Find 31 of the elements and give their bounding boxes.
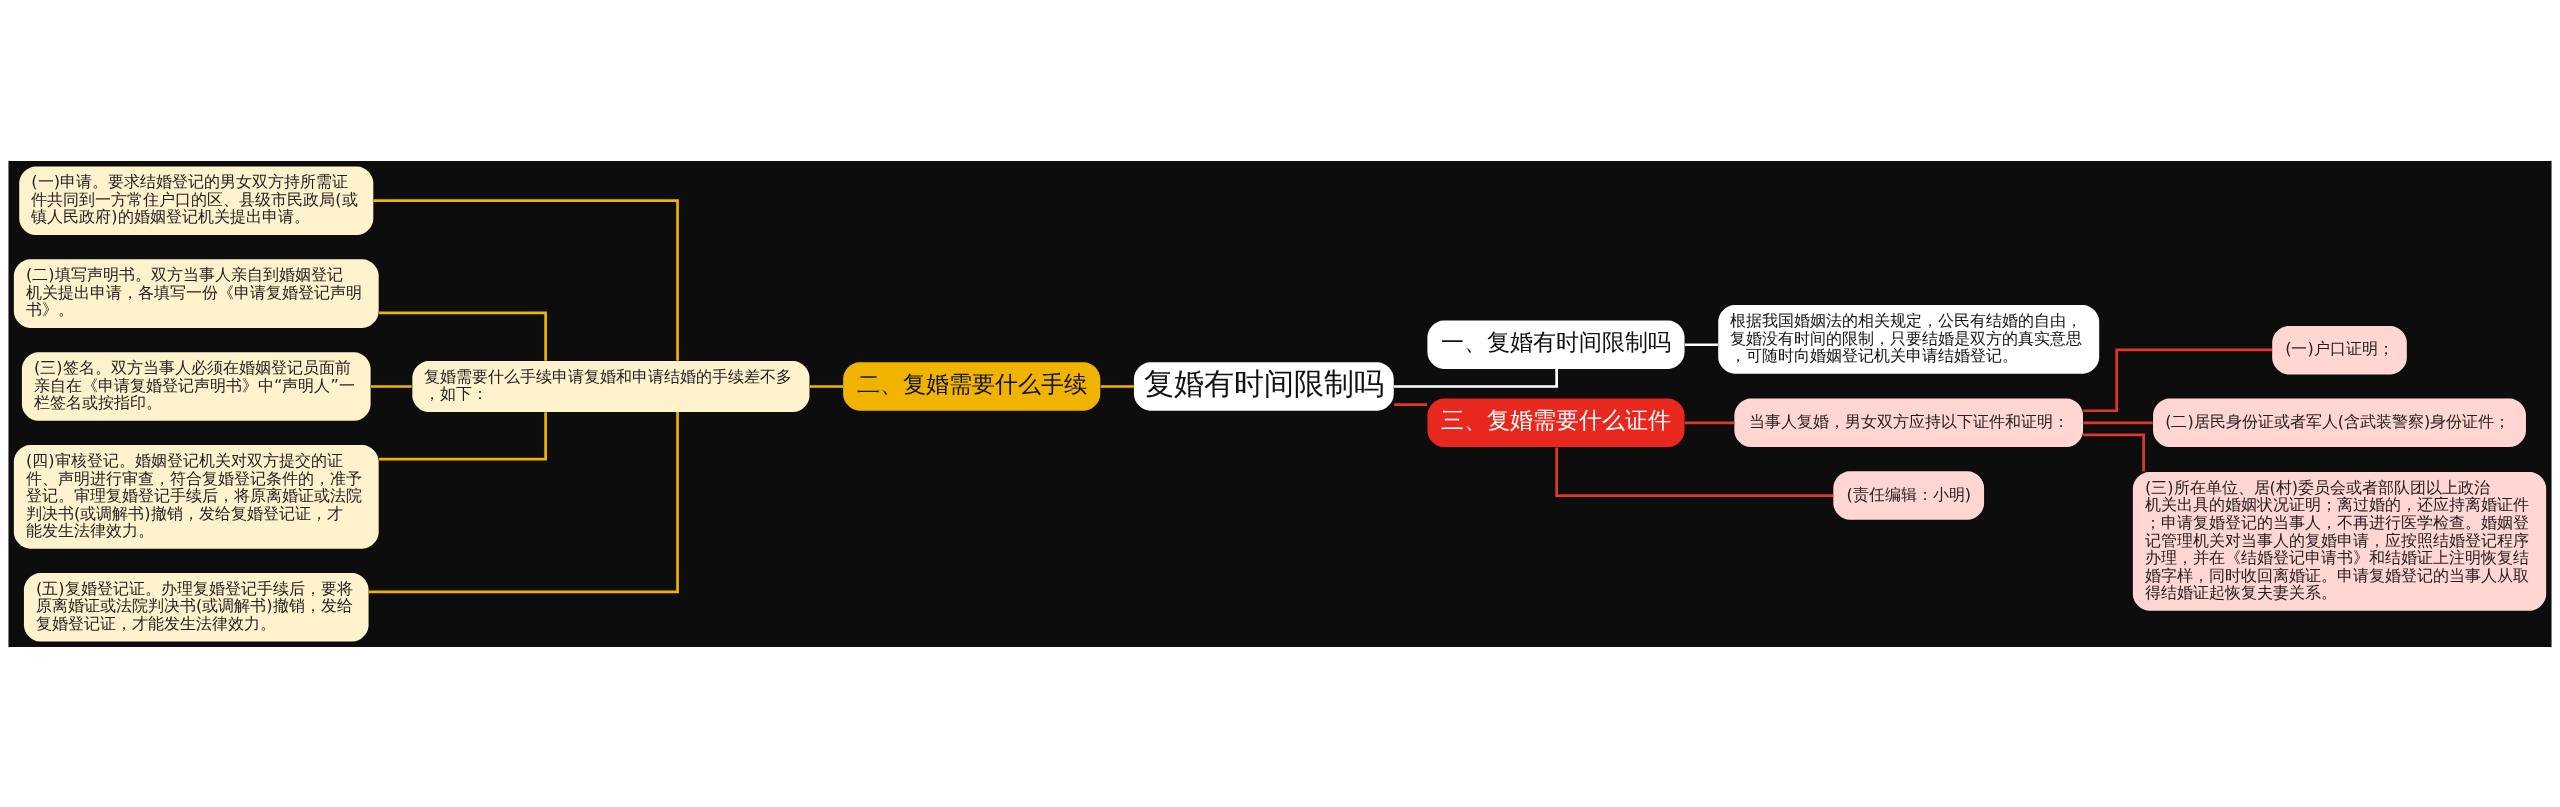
connector <box>1394 368 1558 388</box>
node-box: (三)签名。双方当事人必须在婚姻登记员面前亲自在《申请复婚登记声明书》中“声明人”一栏签名或按指印。 <box>21 351 371 421</box>
node-box: (三)所在单位、居(村)委员会或者部队团以上政治机关出具的婚姻状况证明；离过婚的，还应持离婚证件；申请复婚登记的当事人，不再进行医学检查。婚姻登记管理机关对当事人的复婚申请，应按照结婚登记程序办理，并在《结婚登记申请书》和结婚证上注明恢复结婚字样，同时收回离婚证。申请复婚登记的当事人从取得结婚证起恢复夫妻关系。 <box>2132 471 2547 611</box>
connector <box>1684 421 1735 424</box>
node-box: 二、复婚需要什么手续 <box>843 361 1101 411</box>
connector <box>2083 347 2273 412</box>
node-box: 三、复婚需要什么证件 <box>1427 398 1685 447</box>
node-box: 复婚有时间限制吗 <box>1133 361 1394 411</box>
connector <box>1555 446 1834 497</box>
node-box: 根据我国婚姻法的相关规定，公民有结婚的自由，复婚没有时间的限制，只要结婚是双方的真实意思，可随时向婚姻登记机关申请结婚登记。 <box>1718 304 2100 374</box>
node-box: (责任编辑：小明) <box>1833 470 1985 520</box>
node-box: (一)申请。要求结婚登记的男女双方持所需证件共同到一方常住户口的区、县级市民政局(或镇人民政府)的婚姻登记机关提出申请。 <box>19 165 374 235</box>
connector <box>1100 384 1134 388</box>
node-box: 复婚需要什么手续申请复婚和申请结婚的手续差不多，如下： <box>412 360 810 412</box>
connector <box>368 411 679 593</box>
connector <box>1684 342 1718 346</box>
node-box: (二)填写声明书。双方当事人亲自到婚姻登记机关提出申请，各填写一份《申请复婚登记声明书》。 <box>13 258 379 328</box>
connector <box>370 384 412 388</box>
node-box: 一、复婚有时间限制吗 <box>1427 320 1685 369</box>
connector <box>379 411 547 461</box>
node-box: (二)居民身份证或者军人(含武装警察)身份证件； <box>2153 398 2526 447</box>
connector <box>2083 421 2153 424</box>
node-box: (五)复婚登记证。办理复婚登记手续后，要将原离婚证或法院判决书(或调解书)撤销，发给复婚登记证，才能发生法律效力。 <box>23 572 369 642</box>
connector <box>379 310 547 361</box>
connector <box>373 198 679 361</box>
node-box: 当事人复婚，男女双方应持以下证件和证明： <box>1734 398 2084 447</box>
connector <box>2083 433 2145 472</box>
connector <box>809 384 844 388</box>
connector <box>1394 402 1428 406</box>
node-box: (一)户口证明； <box>2272 325 2407 374</box>
node-box: (四)审核登记。婚姻登记机关对双方提交的证件、声明进行审查，符合复婚登记条件的，准予登记。审理复婚登记手续后，将原离婚证或法院判决书(或调解书)撤销，发给复婚登记证，才能发生法律效力。 <box>13 444 379 549</box>
